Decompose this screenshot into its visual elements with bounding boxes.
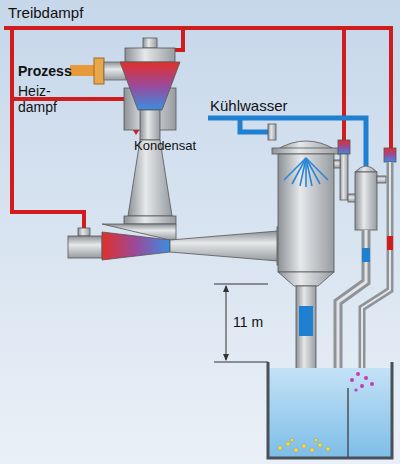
bubble <box>278 446 282 450</box>
condensate-label: Kondensat <box>134 138 224 154</box>
ejector-body <box>340 154 348 200</box>
diffuser-flange <box>124 216 176 224</box>
process-inlet-arrow <box>70 65 94 76</box>
bubble <box>286 442 290 446</box>
dimension-line <box>226 286 227 360</box>
ejector-diffuser <box>170 231 278 261</box>
aftercooler <box>355 172 377 230</box>
dimension-extension <box>214 362 268 363</box>
steam-line <box>160 28 183 50</box>
mixing-cone <box>120 62 180 110</box>
gas-bubble <box>354 388 357 391</box>
bubble <box>326 447 330 451</box>
cooling-water-label: Kühlwasser <box>210 98 320 114</box>
hot-well <box>268 362 392 458</box>
gas-bubble <box>360 384 364 388</box>
condenser-bottom <box>278 272 334 286</box>
steam-valve <box>78 228 90 236</box>
hot-well-weir <box>347 388 349 458</box>
water-column <box>362 248 370 262</box>
dimension-arrow <box>223 285 229 292</box>
steam-label: Treibdampf <box>8 5 128 21</box>
dimension-arrow <box>223 354 229 361</box>
dimension-extension <box>214 284 268 285</box>
cooling-water-line <box>240 118 268 132</box>
ejector-nozzle <box>338 140 350 154</box>
bubble <box>318 443 322 447</box>
gas-bubble <box>356 372 360 376</box>
gas-bubble <box>370 382 374 386</box>
bubble <box>290 438 293 441</box>
dimension-label: 11 m <box>233 314 283 330</box>
suction-pipe <box>334 160 340 168</box>
ejector-throat <box>140 110 160 140</box>
water-inlet-flange <box>268 124 276 140</box>
bubble <box>310 448 314 452</box>
steam-line <box>4 28 391 150</box>
gas-bubble <box>364 376 368 380</box>
steam-sight <box>387 236 393 250</box>
bubble <box>314 438 317 441</box>
condenser-flange <box>272 148 340 154</box>
mixing-condenser <box>278 154 334 272</box>
heating-steam-label: Heiz- dampf <box>18 83 64 115</box>
process-label: Prozess <box>18 63 80 79</box>
steam-line <box>342 28 346 142</box>
process-flange <box>94 58 104 84</box>
ejector-nozzle <box>384 148 396 162</box>
steam-line <box>12 28 84 230</box>
ejector-head <box>125 48 175 62</box>
water-spray <box>306 158 328 180</box>
suction-pipe <box>377 176 386 183</box>
bubble <box>294 448 298 452</box>
bubble <box>302 444 306 448</box>
hot-well-water <box>268 368 392 458</box>
mixing-cone <box>102 232 170 260</box>
gas-bubble <box>350 378 354 382</box>
steam-valve <box>143 38 157 48</box>
aftercooler-dome <box>355 166 377 172</box>
nozzle-body <box>68 236 102 258</box>
water-spray <box>300 158 306 186</box>
water-column <box>299 306 313 336</box>
